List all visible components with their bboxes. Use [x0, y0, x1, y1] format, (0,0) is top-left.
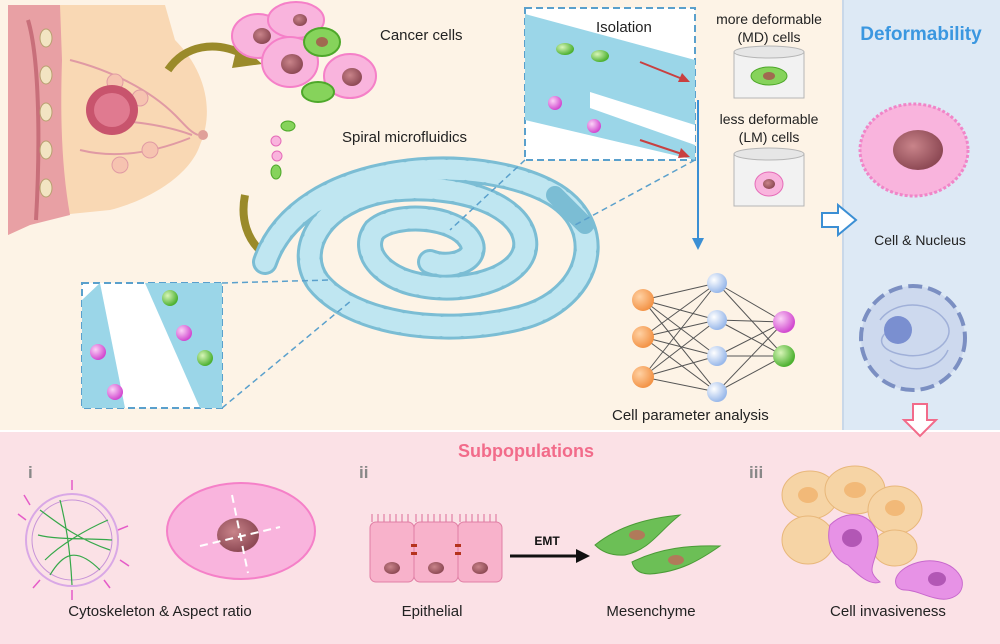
cancer-cells-label: Cancer cells	[380, 27, 463, 44]
emt-label: EMT	[534, 534, 560, 548]
channel-detail-box	[81, 282, 223, 409]
cell-nucleus-label: Cell & Nucleus	[874, 232, 966, 248]
cytoskeleton-icon	[17, 480, 130, 600]
emt-arrowhead	[576, 549, 590, 563]
analysis-label: Cell parameter analysis	[612, 407, 769, 424]
falling-cells	[270, 120, 296, 180]
mesenchyme-label: Mesenchyme	[606, 603, 695, 620]
isolation-label: Isolation	[596, 19, 652, 36]
cytoskeleton-label: Cytoskeleton & Aspect ratio	[68, 603, 251, 620]
md-label-line1: more deformable	[716, 11, 822, 27]
breast-illustration	[8, 5, 208, 235]
mesenchymal-cells	[594, 514, 722, 575]
section-i-label: i	[28, 463, 33, 482]
leader-line	[449, 159, 526, 231]
deformability-title: Deformability	[860, 24, 982, 45]
neural-network	[642, 282, 785, 393]
cancer-cell-cluster	[231, 1, 377, 103]
invasive-cell-cluster	[781, 465, 963, 600]
md-label-line2: (MD) cells	[738, 29, 801, 45]
leader-line	[574, 159, 696, 226]
pink-cell	[858, 102, 970, 198]
leader-line	[221, 279, 331, 284]
invasiveness-label: Cell invasiveness	[830, 603, 946, 620]
section-iii-label: iii	[749, 463, 763, 482]
right-hollow-arrow	[821, 202, 858, 238]
down-hollow-arrow	[901, 403, 939, 438]
isolation-box	[524, 7, 696, 161]
epithelial-label: Epithelial	[402, 603, 463, 620]
network-nodes	[632, 273, 795, 402]
subpopulations-title: Subpopulations	[458, 441, 594, 461]
lm-label-line2: (LM) cells	[739, 129, 800, 145]
md-tube	[733, 45, 805, 99]
spiral-chip	[252, 156, 600, 340]
nucleus-detail	[859, 284, 967, 392]
epithelial-cells	[369, 514, 503, 583]
lm-label-line1: less deformable	[720, 111, 819, 127]
spiral-label: Spiral microfluidics	[342, 129, 467, 146]
section-ii-label: ii	[359, 463, 368, 482]
aspect-ratio-cell	[166, 482, 316, 580]
lm-tube	[733, 147, 805, 207]
leader-line	[221, 299, 353, 409]
down-arrowhead	[692, 238, 704, 250]
